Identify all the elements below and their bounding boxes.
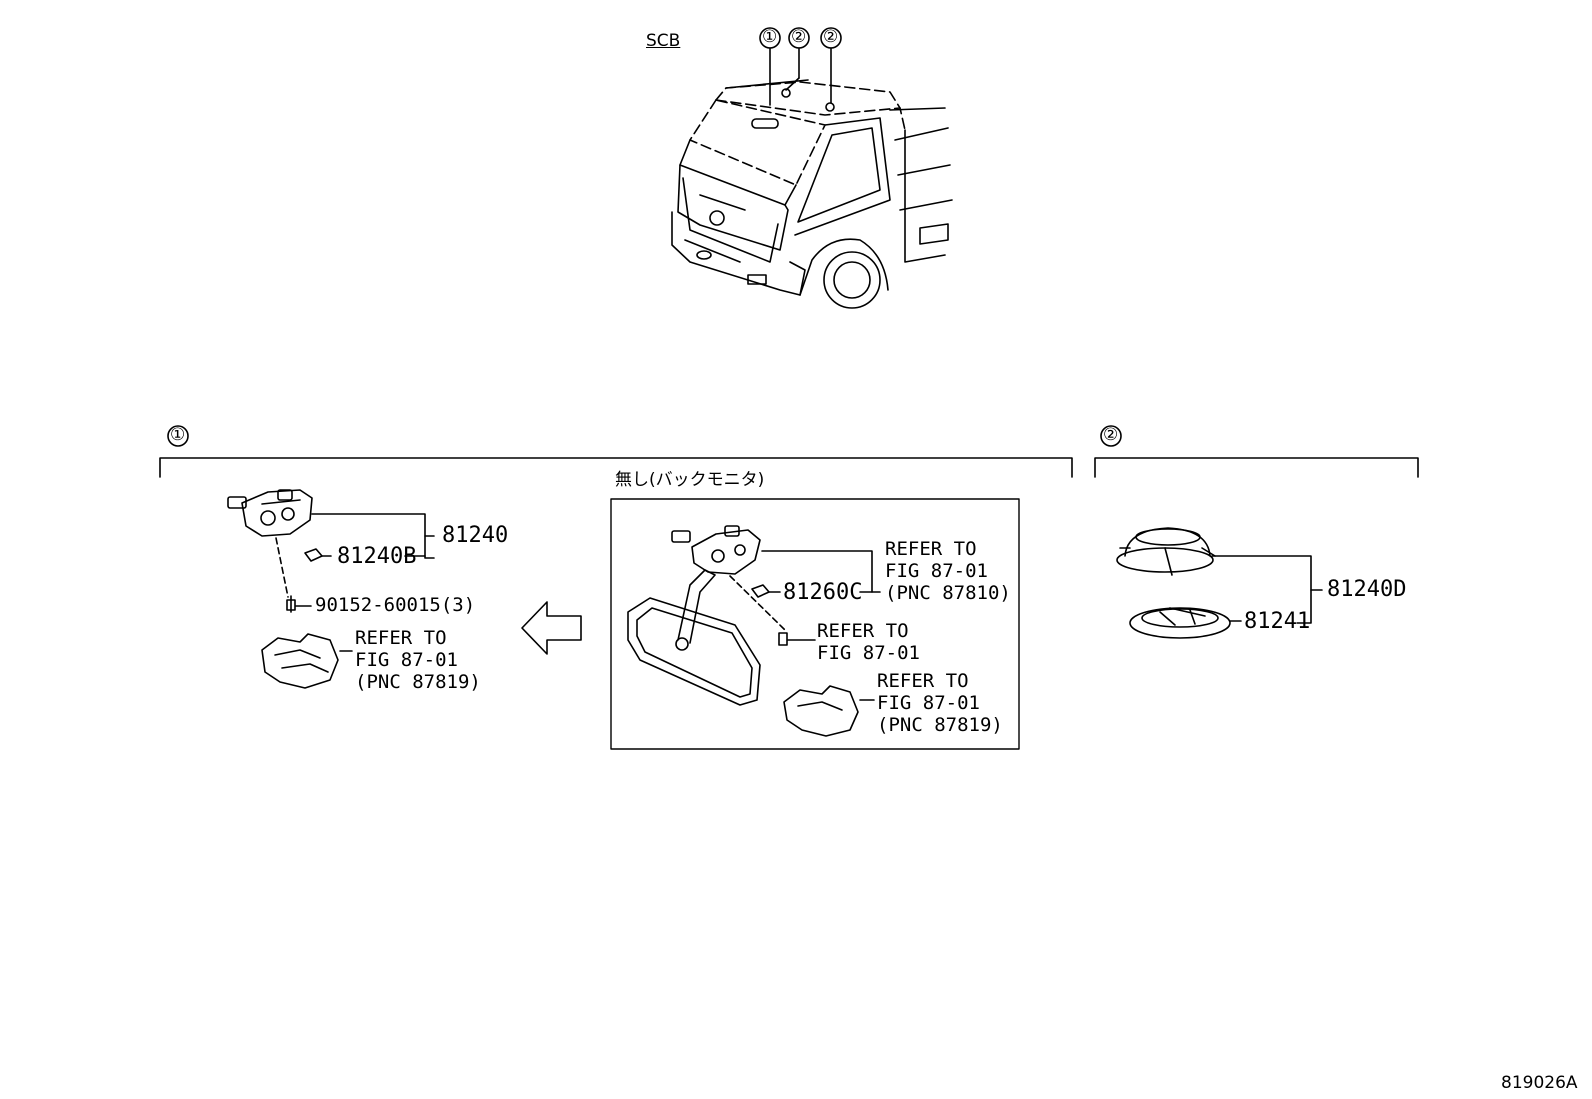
section-2-marker: ② — [1103, 425, 1119, 445]
part-81240d-label: 81240D — [1327, 577, 1407, 602]
section-1-refer-line3: (PNC 87819) — [355, 671, 481, 693]
section-brackets — [159, 425, 1419, 478]
variant-refer-lamp-line1: REFER TO — [885, 538, 977, 560]
truck-illustration — [671, 27, 953, 309]
variant-refer-screw-line2: FIG 87-01 — [817, 642, 920, 664]
callout-2b-label: ② — [823, 27, 839, 47]
variant-box — [610, 498, 1020, 750]
callout-2a-label: ② — [791, 27, 807, 47]
variant-code-label: SCB — [646, 31, 681, 51]
section-1-parts — [227, 489, 582, 689]
callout-1-label: ① — [762, 27, 778, 47]
variant-refer-cover-line3: (PNC 87819) — [877, 714, 1003, 736]
part-81240b-label: 81240B — [337, 544, 417, 569]
variant-refer-lamp-line3: (PNC 87810) — [885, 582, 1011, 604]
illustration-number: 819026A — [1501, 1073, 1578, 1093]
part-81240-label: 81240 — [442, 523, 509, 548]
part-90152-label: 90152-60015(3) — [315, 594, 476, 616]
part-81260c-label: 81260C — [783, 580, 863, 605]
variant-refer-cover-line2: FIG 87-01 — [877, 692, 980, 714]
variant-box-title: 無し(バックモニタ) — [615, 470, 765, 490]
variant-refer-cover-line1: REFER TO — [877, 670, 969, 692]
section-1-marker: ① — [170, 425, 186, 445]
variant-refer-screw-line1: REFER TO — [817, 620, 909, 642]
section-2-parts — [1116, 527, 1323, 639]
section-1-refer-line2: FIG 87-01 — [355, 649, 458, 671]
variant-refer-lamp-line2: FIG 87-01 — [885, 560, 988, 582]
section-1-refer-line1: REFER TO — [355, 627, 447, 649]
part-81241-label: 81241 — [1244, 609, 1311, 634]
